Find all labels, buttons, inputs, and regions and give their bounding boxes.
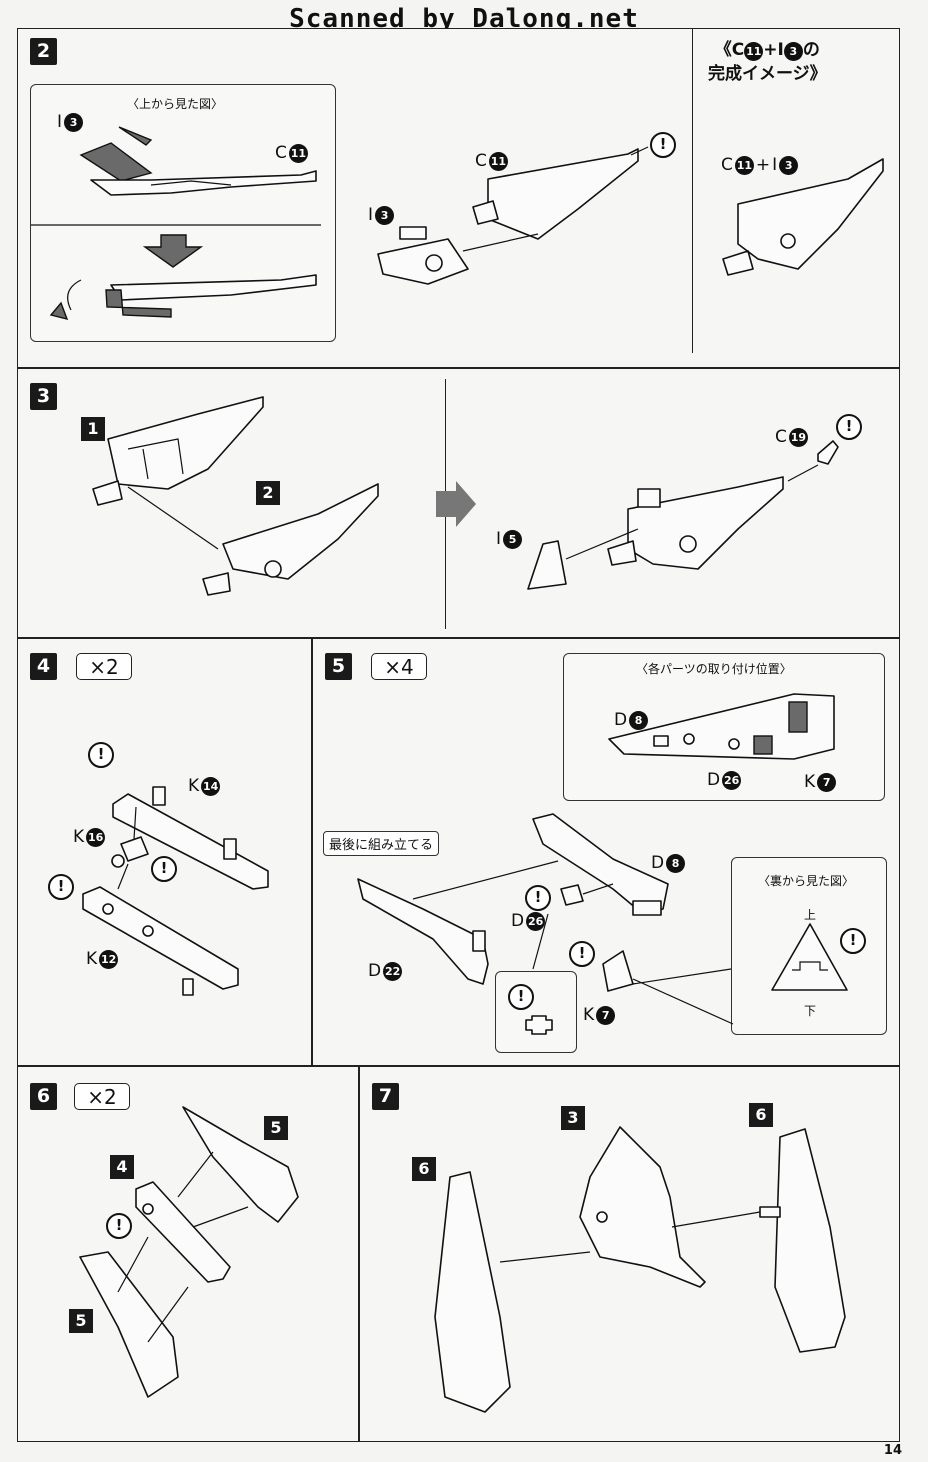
quantity-badge: ×2 — [74, 1083, 130, 1110]
step-6-panel: 6 ×2 5 4 ! 5 — [17, 1066, 359, 1442]
step-4-illustration — [82, 786, 269, 996]
step-3-left-illustration — [92, 396, 379, 596]
back-view-illustration — [771, 923, 848, 991]
step-number: 2 — [30, 38, 57, 65]
substep-4: 4 — [110, 1155, 134, 1179]
step-number: 6 — [30, 1083, 57, 1110]
substep-5: 5 — [264, 1116, 288, 1140]
caution-icon: ! — [569, 941, 595, 967]
positions-caption: 〈各パーツの取り付け位置〉 — [636, 662, 792, 676]
down-label: 下 — [804, 1004, 817, 1018]
substep-6: 6 — [749, 1103, 773, 1127]
step-5-illustration — [357, 813, 734, 1025]
caution-icon: ! — [508, 984, 534, 1010]
step-2-main-illustration — [377, 146, 649, 285]
substep-1: 1 — [81, 417, 105, 441]
step-number: 4 — [30, 653, 57, 680]
substep-2: 2 — [256, 481, 280, 505]
substep-5-b: 5 — [69, 1309, 93, 1333]
positions-illustration — [608, 693, 835, 760]
step-7-illustration — [434, 1126, 846, 1413]
quantity-badge: ×4 — [371, 653, 427, 680]
step-2-divider — [692, 29, 693, 353]
step-number: 7 — [372, 1083, 399, 1110]
substep-3: 3 — [561, 1106, 585, 1130]
top-view-caption: 〈上から見た図〉 — [127, 97, 224, 111]
caution-icon: ! — [650, 132, 676, 158]
assemble-last-caption: 最後に組み立てる — [323, 831, 440, 856]
caution-icon: ! — [836, 414, 862, 440]
back-view-caption: 〈裏から見た図〉 — [758, 874, 855, 888]
step-3-right-illustration — [527, 440, 839, 590]
caution-icon: ! — [106, 1213, 132, 1239]
caution-icon: ! — [840, 928, 866, 954]
up-label: 上 — [804, 908, 817, 922]
step-3-arrow — [436, 481, 476, 527]
detail-inset: ! — [495, 971, 577, 1053]
step-7-panel: 7 3 6 6 — [359, 1066, 900, 1442]
complete-image-illustration — [722, 158, 884, 276]
detail-illustration — [525, 1015, 553, 1035]
top-view-illustration — [31, 126, 321, 321]
caution-icon: ! — [48, 874, 74, 900]
page-number: 14 — [883, 1443, 902, 1458]
quantity-badge: ×2 — [76, 653, 132, 680]
caution-icon: ! — [525, 885, 551, 911]
caution-icon: ! — [151, 856, 177, 882]
step-6-illustration — [79, 1106, 299, 1398]
back-view-inset: 〈裏から見た図〉 上 ! 下 — [731, 857, 887, 1035]
substep-6-b: 6 — [412, 1157, 436, 1181]
caution-icon: ! — [88, 742, 114, 768]
step-number: 5 — [325, 653, 352, 680]
step-number: 3 — [30, 383, 57, 410]
